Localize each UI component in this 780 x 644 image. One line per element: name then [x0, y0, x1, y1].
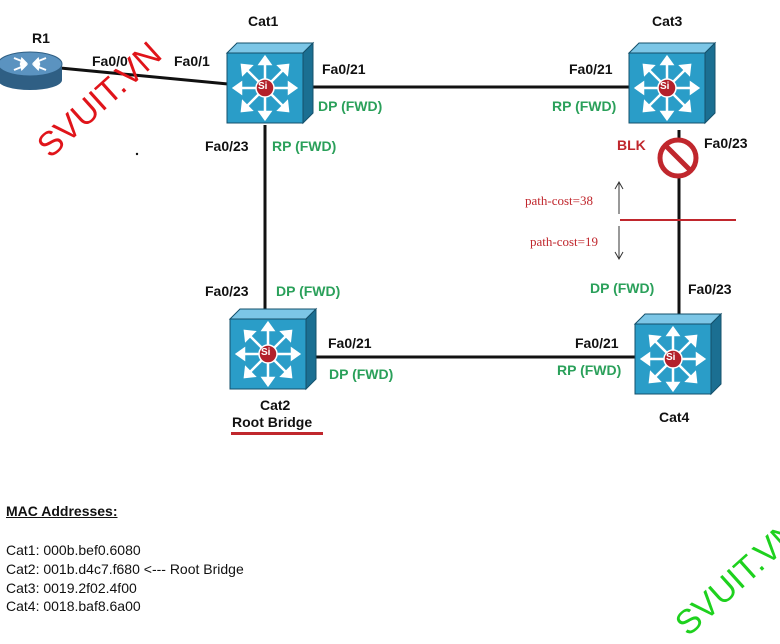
topology-canvas [0, 41, 736, 396]
mac-line-cat1: Cat1: 000b.bef0.6080 [6, 542, 141, 558]
port-cat1-fa01: Fa0/1 [174, 53, 210, 69]
role-cat1-fa023: RP (FWD) [272, 138, 337, 154]
arrow-down-icon [614, 226, 624, 261]
mac-addresses-title: MAC Addresses: [6, 503, 118, 519]
port-cat2-fa023: Fa0/23 [205, 283, 249, 299]
switch-cat4-glyph: Si [666, 352, 676, 363]
device-label-cat2: Cat2 [260, 397, 291, 413]
root-bridge-underline [231, 432, 323, 435]
blocked-icon [657, 137, 699, 179]
port-r1-fa00: Fa0/0 [92, 53, 128, 69]
root-bridge-label: Root Bridge [232, 414, 313, 430]
mac-line-cat3: Cat3: 0019.2f02.4f00 [6, 580, 137, 596]
switch-cat3-icon[interactable] [627, 41, 717, 125]
port-cat3-fa021: Fa0/21 [569, 61, 613, 77]
port-cat4-fa023: Fa0/23 [688, 281, 732, 297]
port-cat4-fa021: Fa0/21 [575, 335, 619, 351]
switch-cat2-icon[interactable] [228, 307, 318, 391]
role-cat3-fa021: RP (FWD) [552, 98, 617, 114]
switch-cat2-glyph: Si [261, 347, 271, 358]
path-cost-upper: path-cost=38 [525, 193, 593, 208]
port-cat1-fa023: Fa0/23 [205, 138, 249, 154]
switch-cat1-icon[interactable] [225, 41, 315, 125]
port-cat3-fa023: Fa0/23 [704, 135, 748, 151]
device-label-cat4: Cat4 [659, 409, 690, 425]
path-cost-lower: path-cost=19 [530, 234, 598, 249]
switch-cat4-icon[interactable] [633, 312, 723, 396]
stray-dot [135, 152, 139, 156]
role-cat4-fa021: RP (FWD) [557, 362, 622, 378]
switch-cat3-glyph: Si [660, 81, 670, 92]
role-cat2-fa023: DP (FWD) [276, 283, 341, 299]
device-label-r1: R1 [32, 30, 50, 46]
role-cat4-fa023: DP (FWD) [590, 280, 655, 296]
role-cat1-fa021: DP (FWD) [318, 98, 383, 114]
switch-cat1-glyph: Si [258, 81, 268, 92]
role-cat2-fa021: DP (FWD) [329, 366, 394, 382]
mac-line-cat4: Cat4: 0018.baf8.6a00 [6, 598, 141, 614]
device-label-cat1: Cat1 [248, 13, 279, 29]
device-label-cat3: Cat3 [652, 13, 683, 29]
link-r1-cat1 [59, 66, 229, 86]
router-icon[interactable] [0, 51, 63, 90]
port-cat1-fa021: Fa0/21 [322, 61, 366, 77]
role-cat3-fa023: BLK [617, 137, 646, 153]
mac-line-cat2: Cat2: 001b.d4c7.f680 <--- Root Bridge [6, 561, 244, 577]
arrow-up-icon [614, 180, 624, 214]
port-cat2-fa021: Fa0/21 [328, 335, 372, 351]
